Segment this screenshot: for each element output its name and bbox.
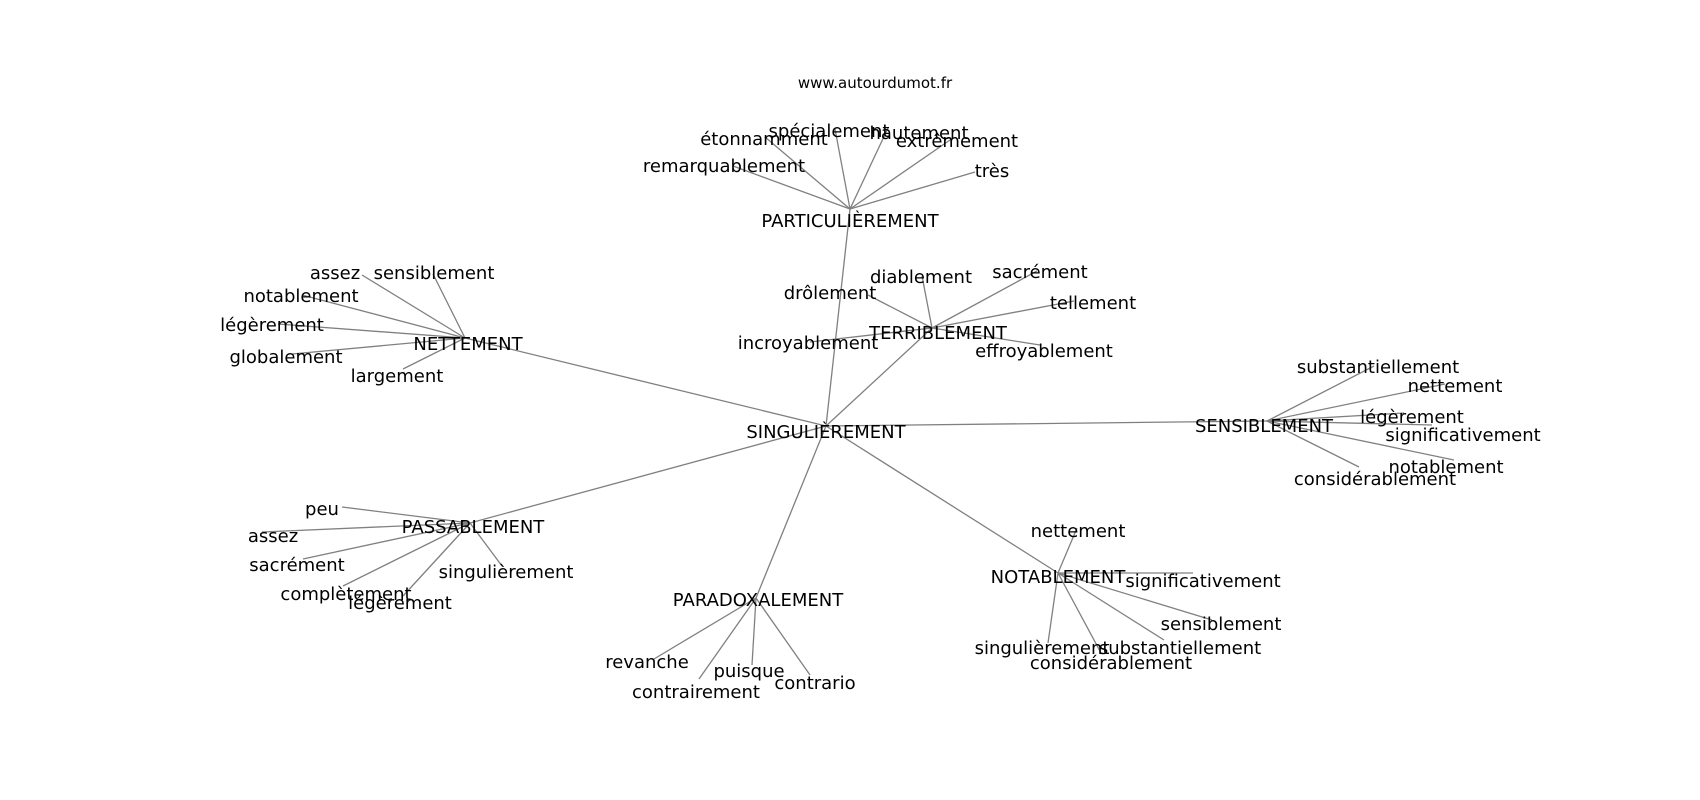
- center-node: SINGULIÈREMENT: [746, 421, 906, 443]
- edge-sensiblement-leaf: [1266, 412, 1405, 422]
- leaf-node: notablement: [1388, 457, 1503, 478]
- leaf-node: nettement: [1031, 521, 1126, 542]
- edge-paradoxalement-leaf: [755, 597, 811, 676]
- edge-terriblement-leaf: [931, 300, 1075, 329]
- edge-terriblement-leaf: [931, 270, 1038, 329]
- edge-center-notablement: [825, 425, 1059, 574]
- edge-direct-leaf: [809, 327, 933, 343]
- hub-node-sensiblement: SENSIBLEMENT: [1195, 416, 1334, 437]
- leaf-node: singulièrement: [975, 638, 1110, 659]
- leaf-node: remarquablement: [643, 156, 805, 177]
- edge-passablement-leaf: [341, 506, 471, 524]
- edge-notablement-leaf: [1057, 572, 1213, 621]
- edge-nettement-leaf: [361, 274, 466, 339]
- edge-passablement-leaf: [342, 522, 471, 587]
- leaf-node: sensiblement: [1161, 614, 1282, 635]
- edge-paradoxalement-leaf: [653, 597, 757, 660]
- leaf-node: assez: [310, 263, 360, 284]
- leaf-node: très: [975, 161, 1010, 182]
- edge-center-particulierement: [825, 208, 851, 427]
- leaf-node: puisque: [713, 661, 784, 682]
- leaf-node: peu: [305, 499, 339, 520]
- leaf-node: substantiellement: [1099, 638, 1261, 659]
- edge-nettement-leaf: [301, 294, 466, 339]
- edge-nettement-leaf: [432, 273, 466, 339]
- edge-center-paradoxalement: [755, 425, 827, 599]
- edge-nettement-leaf: [291, 337, 466, 355]
- edge-center-sensiblement: [825, 420, 1268, 427]
- edge-sensiblement-leaf: [1266, 420, 1455, 461]
- leaf-node: tellement: [1050, 293, 1136, 314]
- leaf-node: drôlement: [784, 283, 877, 304]
- leaf-node: notablement: [243, 286, 358, 307]
- edges-layer: [261, 127, 1455, 680]
- edge-direct-leaf: [867, 294, 933, 329]
- leaf-node: extrêmement: [896, 131, 1018, 152]
- edge-particulierement-leaf: [834, 128, 851, 210]
- edge-nettement-leaf: [402, 337, 466, 370]
- leaf-node: contrairement: [632, 682, 760, 703]
- edge-center-terriblement: [825, 327, 933, 427]
- leaf-node: légèrement: [348, 593, 452, 614]
- edge-notablement-leaf: [1057, 527, 1078, 574]
- edge-sensiblement-leaf: [1266, 365, 1375, 422]
- leaf-node: significativement: [1385, 425, 1540, 446]
- hub-node-passablement: PASSABLEMENT: [402, 517, 546, 538]
- hub-node-particulierement: PARTICULIÈREMENT: [761, 210, 939, 232]
- leaf-node: hautement: [869, 123, 968, 144]
- edge-notablement-leaf: [1057, 572, 1165, 641]
- leaf-node: largement: [351, 366, 444, 387]
- edge-center-passablement: [469, 425, 827, 524]
- leaf-node: légèrement: [220, 315, 324, 336]
- edge-passablement-leaf: [402, 522, 471, 597]
- edge-particulierement-leaf: [849, 171, 976, 210]
- edge-sensiblement-leaf: [1266, 420, 1433, 426]
- leaf-node: incroyablement: [738, 333, 879, 354]
- leaf-node: singulièrement: [439, 562, 574, 583]
- leaf-node: diablement: [870, 267, 972, 288]
- leaf-node: assez: [248, 526, 298, 547]
- edge-notablement-leaf: [1047, 572, 1059, 644]
- edge-terriblement-leaf: [931, 327, 1041, 346]
- leaf-node: étonnamment: [700, 129, 828, 150]
- edge-passablement-leaf: [261, 522, 471, 533]
- leaf-node: effroyablement: [975, 341, 1113, 362]
- leaf-node: sacrément: [249, 555, 344, 576]
- edge-sensiblement-leaf: [1266, 383, 1446, 422]
- leaf-node: substantiellement: [1297, 357, 1459, 378]
- edge-particulierement-leaf: [849, 139, 951, 210]
- leaf-node: revanche: [605, 652, 689, 673]
- hub-node-notablement: NOTABLEMENT: [991, 567, 1127, 588]
- hub-node-terriblement: TERRIBLEMENT: [868, 323, 1008, 344]
- leaf-node: sensiblement: [374, 263, 495, 284]
- edge-particulierement-leaf: [732, 165, 851, 210]
- labels-layer: remarquablement étonnammentspécialementha…: [220, 121, 1541, 703]
- edge-terriblement-leaf: [921, 275, 933, 329]
- edge-passablement-leaf: [302, 522, 471, 560]
- edge-notablement-leaf: [1057, 572, 1102, 654]
- leaf-node: contrario: [774, 673, 855, 694]
- leaf-node: nettement: [1408, 376, 1503, 397]
- edge-passablement-leaf: [469, 522, 503, 567]
- source-watermark: www.autourdumot.fr: [798, 74, 953, 92]
- edge-particulierement-leaf: [764, 136, 851, 210]
- leaf-node: significativement: [1125, 571, 1280, 592]
- leaf-node: considérablement: [1294, 469, 1456, 490]
- edge-particulierement-leaf: [849, 127, 889, 210]
- leaf-node: complètement: [280, 584, 411, 605]
- edge-paradoxalement-leaf: [698, 597, 757, 680]
- leaf-node: légèrement: [1360, 407, 1464, 428]
- leaf-node: globalement: [229, 347, 342, 368]
- leaf-node: spécialement: [769, 121, 890, 142]
- hub-node-nettement: NETTEMENT: [413, 334, 523, 355]
- hub-node-paradoxalement: PARADOXALEMENT: [673, 590, 844, 611]
- leaf-node: sacrément: [992, 262, 1087, 283]
- edge-paradoxalement-leaf: [751, 597, 757, 666]
- edge-sensiblement-leaf: [1266, 420, 1360, 468]
- edge-nettement-leaf: [277, 323, 466, 339]
- leaf-node: considérablement: [1030, 653, 1192, 674]
- edge-center-nettement: [464, 337, 827, 427]
